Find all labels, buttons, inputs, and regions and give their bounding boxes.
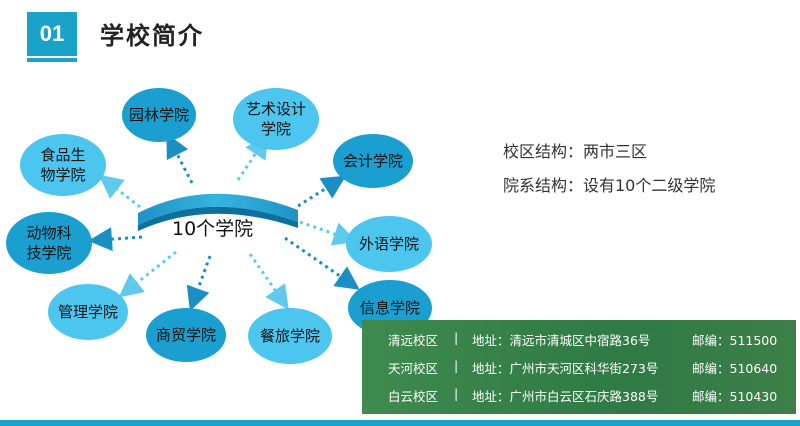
campus-row: 白云校区 | 地址：广州市白云区石庆路388号 邮编：510430 (362, 382, 796, 408)
separator: | (454, 358, 459, 373)
connector-business (186, 255, 212, 312)
node-business-college: 商贸学院 (146, 308, 226, 362)
node-label: 会计学院 (342, 152, 403, 170)
node-food-biology-college: 食品生 物学院 (20, 134, 106, 196)
node-label: 管理学院 (57, 303, 118, 321)
campus-name: 天河校区 (388, 361, 439, 376)
connector-food (98, 174, 141, 209)
campus-address: 地址：清远市清城区中宿路36号 (472, 333, 651, 348)
node-label: 园林学院 (128, 106, 189, 124)
campus-postcode: 邮编：510430 (692, 389, 778, 404)
center-arc-shadow (138, 206, 298, 231)
campus-address-panel: 清远校区 | 地址：清远市清城区中宿路36号 邮编：511500 天河校区 | … (362, 320, 796, 414)
node-label: 商贸学院 (155, 326, 216, 344)
node-label: 外语学院 (358, 235, 419, 253)
node-label: 动物科 技学院 (26, 224, 72, 262)
department-structure-text: 院系结构：设有10个二级学院 (503, 176, 716, 195)
center-label: 10个学院 (172, 218, 254, 240)
node-management-college: 管理学院 (48, 284, 128, 340)
page-title: 学校简介 (100, 22, 204, 50)
campus-row: 清远校区 | 地址：清远市清城区中宿路36号 邮编：511500 (362, 326, 796, 352)
node-label: 餐旅学院 (259, 327, 320, 345)
connector-accounting (297, 175, 347, 208)
campus-row: 天河校区 | 地址：广州市天河区科华街273号 邮编：510640 (362, 354, 796, 380)
bottom-accent-bar (0, 420, 800, 426)
section-number-badge: 01 (27, 12, 77, 56)
separator: | (454, 386, 459, 401)
node-label: 信息学院 (359, 299, 420, 317)
node-art-design-college: 艺术设计 学院 (233, 88, 319, 150)
connector-catering (248, 253, 289, 310)
campus-address: 地址：广州市白云区石庆路388号 (472, 389, 659, 404)
connector-foreign (299, 220, 358, 246)
node-accounting-college: 会计学院 (333, 134, 413, 188)
connector-management (118, 250, 177, 298)
campus-postcode: 邮编：511500 (692, 333, 778, 348)
campus-name: 清远校区 (388, 333, 439, 348)
campus-postcode: 邮编：510640 (692, 361, 778, 376)
connector-garden (166, 133, 194, 184)
campus-address: 地址：广州市天河区科华街273号 (472, 361, 659, 376)
connector-art (236, 134, 269, 181)
connector-animal (88, 227, 143, 252)
node-foreign-language-college: 外语学院 (346, 216, 432, 272)
node-catering-tourism-college: 餐旅学院 (248, 308, 332, 364)
campus-name: 白云校区 (388, 389, 439, 404)
separator: | (454, 330, 459, 345)
node-garden-college: 园林学院 (122, 88, 196, 142)
node-label: 艺术设计 学院 (245, 100, 306, 138)
section-number-underline (27, 58, 77, 62)
node-label: 食品生 物学院 (40, 146, 86, 184)
connector-info (284, 236, 360, 290)
center-arc-shape (138, 193, 298, 225)
campus-structure-text: 校区结构：两市三区 (503, 142, 648, 161)
node-animal-science-college: 动物科 技学院 (6, 212, 92, 274)
